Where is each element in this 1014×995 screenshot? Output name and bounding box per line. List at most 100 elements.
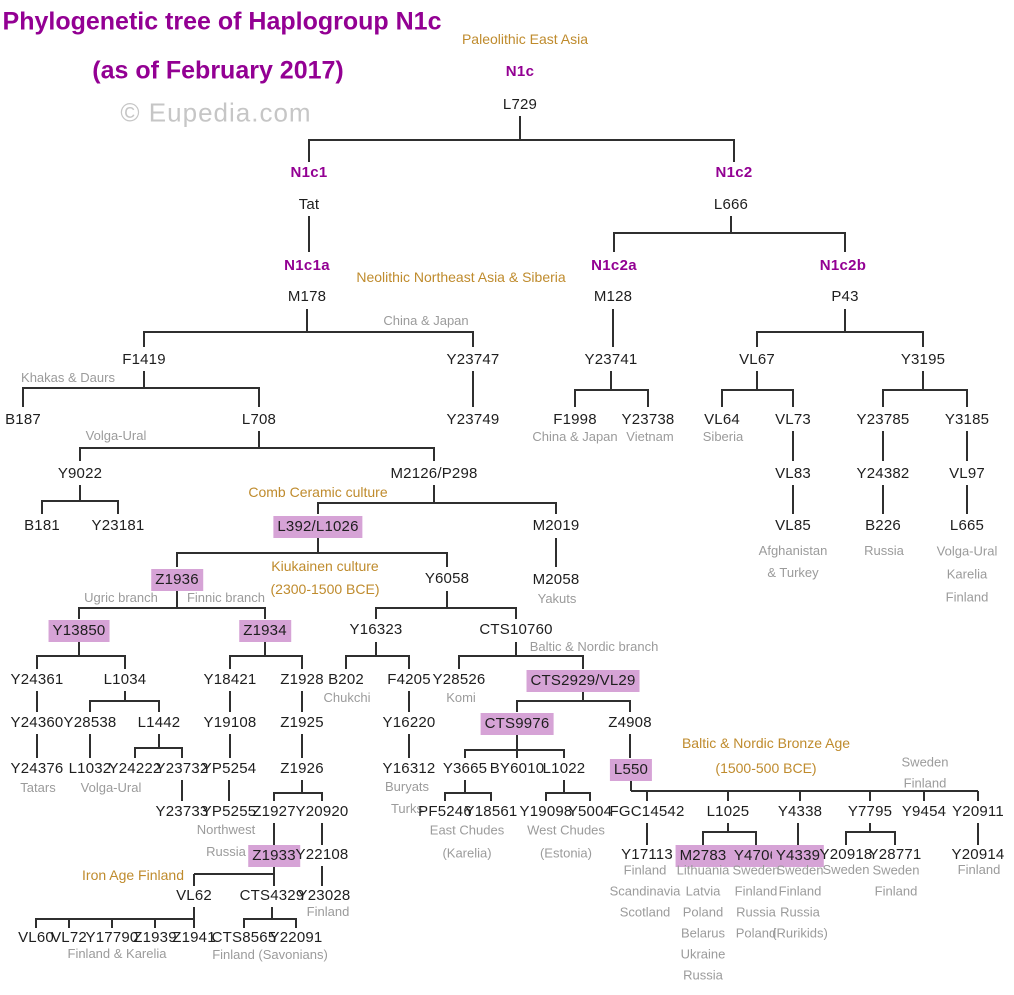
snp-node-m2126-p298: M2126/P298: [390, 465, 478, 482]
snp-node-vl62: VL62: [176, 887, 212, 904]
snp-node-y4338: Y4338: [777, 803, 823, 820]
tree-edge: [89, 700, 160, 712]
snp-node-l1032: L1032: [68, 760, 112, 777]
snp-node-highlighted-cts2929-vl29: CTS2929/VL29: [526, 670, 640, 692]
era-note-iron-age-finland: Iron Age Finland: [82, 867, 184, 883]
snp-node-y24361: Y24361: [10, 671, 64, 688]
snp-node-m128: M128: [593, 288, 633, 305]
snp-node-y9454: Y9454: [901, 803, 947, 820]
tree-edge: [143, 331, 474, 347]
snp-node-z1941: Z1941: [172, 929, 216, 946]
snp-node-y28538: Y28538: [63, 714, 117, 731]
snp-node-l1025: L1025: [706, 803, 750, 820]
clade-label-n1c1a: N1c1a: [284, 257, 330, 274]
snp-node-b202: B202: [328, 671, 364, 688]
snp-node-y24382: Y24382: [856, 465, 910, 482]
snp-node-y19098: Y19098: [519, 803, 573, 820]
snp-node-z1927: Z1927: [252, 803, 296, 820]
geo-note-finland-savonians: Finland (Savonians): [212, 947, 328, 962]
snp-node-y3665: Y3665: [442, 760, 488, 777]
snp-node-highlighted-y4339: Y4339: [771, 845, 825, 867]
tree-edge: [516, 700, 631, 712]
snp-node-y16312: Y16312: [382, 760, 436, 777]
snp-node-m2058: M2058: [532, 571, 580, 588]
geo-note-chukchi: Chukchi: [323, 690, 371, 705]
geo-note-volga-ural: Volga-Ural: [85, 428, 147, 443]
snp-node-z1939: Z1939: [133, 929, 177, 946]
tree-edge: [41, 500, 119, 514]
era-note-2300-1500-bce: (2300-1500 BCE): [270, 581, 380, 597]
snp-node-highlighted-z1936: Z1936: [151, 569, 203, 591]
geo-note-tatars: Tatars: [20, 780, 56, 795]
snp-node-f1419: F1419: [122, 351, 166, 368]
snp-node-l666: L666: [713, 196, 749, 213]
clade-label-n1c2a: N1c2a: [591, 257, 637, 274]
snp-node-m2019: M2019: [532, 517, 580, 534]
geo-note-sweden-finland: Sweden Finland: [872, 862, 920, 899]
tree-edge: [375, 607, 517, 619]
geo-note-russia: Russia: [864, 543, 904, 558]
snp-node-y20918: Y20918: [819, 846, 873, 863]
snp-node-highlighted-z1934: Z1934: [239, 620, 291, 642]
snp-node-vl83: VL83: [775, 465, 811, 482]
snp-node-f4205: F4205: [387, 671, 431, 688]
geo-note-khakas-daurs: Khakas & Daurs: [21, 370, 115, 385]
geo-note-northwest-russia: Northwest Russia: [196, 822, 256, 859]
snp-node-y19108: Y19108: [203, 714, 257, 731]
snp-node-yp5254: YP5254: [201, 760, 257, 777]
snp-node-fgc14542: FGC14542: [609, 803, 685, 820]
snp-node-y22108: Y22108: [295, 846, 349, 863]
snp-node-z1926: Z1926: [280, 760, 324, 777]
tree-edge: [229, 655, 303, 669]
snp-node-y28526: Y28526: [432, 671, 486, 688]
snp-node-y23785: Y23785: [856, 411, 910, 428]
snp-node-y16323: Y16323: [349, 621, 403, 638]
snp-node-y24360: Y24360: [10, 714, 64, 731]
snp-node-l729: L729: [502, 96, 538, 113]
era-note-kiukainen-culture: Kiukainen culture: [271, 558, 379, 574]
snp-node-by6010: BY6010: [489, 760, 545, 777]
tree-edge: [78, 607, 266, 619]
tree-edge: [458, 655, 584, 669]
snp-node-y23749: Y23749: [446, 411, 500, 428]
geo-note-sweden-finland: Sweden Finland: [901, 754, 949, 791]
snp-node-cts10760: CTS10760: [479, 621, 553, 638]
snp-node-y24376: Y24376: [10, 760, 64, 777]
snp-node-y18421: Y18421: [203, 671, 257, 688]
snp-node-y22091: Y22091: [269, 929, 323, 946]
page-title: Phylogenetic tree of Haplogroup N1c: [2, 7, 442, 36]
tree-edge: [35, 918, 195, 928]
snp-node-y23732: Y23732: [155, 760, 209, 777]
snp-node-y23733: Y23733: [155, 803, 209, 820]
tree-edge: [721, 389, 794, 407]
tree-edge: [176, 552, 448, 567]
snp-node-highlighted-l550: L550: [609, 759, 653, 781]
geo-note-afghanistan-turkey: Afghanistan & Turkey: [758, 543, 828, 580]
snp-node-b226: B226: [865, 517, 901, 534]
snp-node-highlighted-z1933: Z1933: [248, 845, 300, 867]
snp-node-y17790: Y17790: [85, 929, 139, 946]
geo-note-siberia: Siberia: [702, 429, 744, 444]
geo-note-baltic-nordic-branch: Baltic & Nordic branch: [529, 639, 659, 654]
geo-note-east-chudes-karelia: East Chudes (Karelia): [429, 822, 505, 861]
snp-node-cts4329: CTS4329: [239, 887, 305, 904]
snp-node-l708: L708: [241, 411, 277, 428]
tree-edge: [845, 831, 896, 845]
era-note-paleolithic-east-asia: Paleolithic East Asia: [461, 31, 589, 47]
snp-node-vl67: VL67: [739, 351, 775, 368]
geo-note-komi: Komi: [446, 690, 476, 705]
geo-note-vietnam: Vietnam: [626, 429, 674, 444]
tree-edge: [273, 792, 323, 801]
tree-edge: [134, 747, 183, 758]
tree-edge: [882, 389, 968, 407]
snp-node-y17113: Y17113: [621, 846, 673, 863]
snp-node-m178: M178: [287, 288, 327, 305]
snp-node-vl60: VL60: [18, 929, 54, 946]
snp-node-highlighted-y13850: Y13850: [48, 620, 110, 642]
snp-node-y3195: Y3195: [900, 351, 946, 368]
snp-node-vl64: VL64: [704, 411, 740, 428]
tree-edge: [756, 331, 924, 347]
snp-node-highlighted-y4706: Y4706: [729, 845, 783, 867]
tree-edge: [345, 655, 410, 669]
snp-node-highlighted-cts9976: CTS9976: [480, 713, 554, 735]
